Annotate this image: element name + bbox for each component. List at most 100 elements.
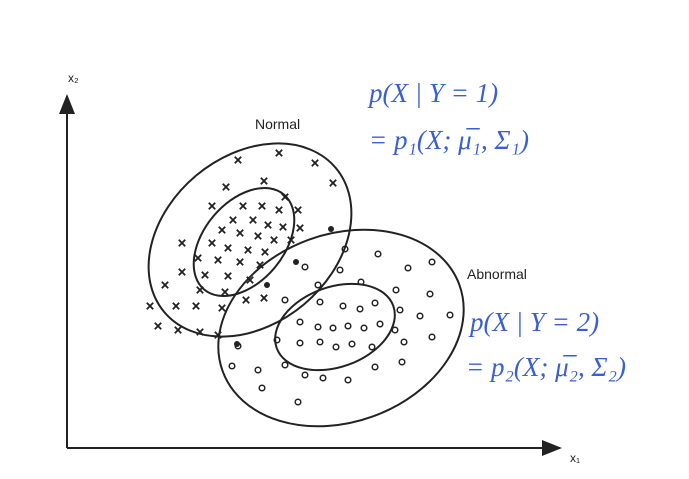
abnormal-point: [314, 281, 322, 289]
normal-point: [275, 206, 283, 214]
normal-formula-line2: = p₁(X; μ̅₁, Σ₁): [369, 125, 529, 155]
abnormal-point: [314, 323, 322, 331]
abnormal-points-group: [228, 245, 454, 406]
abnormal-point: [400, 338, 408, 346]
normal-point: [236, 258, 244, 266]
normal-point: [221, 288, 229, 296]
abnormal-point: [426, 290, 434, 298]
normal-point: [329, 179, 337, 187]
abnormal-point: [348, 340, 356, 348]
abnormal-point: [374, 250, 382, 258]
abnormal-inner-ellipse: [274, 282, 396, 372]
normal-point: [201, 271, 209, 279]
normal-point: [234, 156, 242, 164]
normal-point: [287, 236, 295, 244]
normal-point: [214, 256, 222, 264]
abnormal-formula-line1: p(X | Y = 2): [470, 307, 600, 337]
abnormal-point: [428, 258, 436, 266]
abnormal-point: [344, 322, 352, 330]
normal-point: [229, 216, 237, 224]
abnormal-class-label: Abnormal: [467, 266, 527, 282]
abnormal-point: [296, 318, 304, 326]
x-axis-label: x₁: [570, 451, 580, 465]
abnormal-formula-line2: = p₂(X; μ̅₂, Σ₂): [466, 352, 626, 382]
normal-point: [154, 322, 162, 330]
abnormal-point: [281, 361, 289, 369]
normal-point: [222, 183, 230, 191]
normal-point: [242, 296, 250, 304]
normal-point: [218, 304, 226, 312]
abnormal-point: [301, 263, 309, 271]
abnormal-point: [316, 338, 324, 346]
abnormal-outer-ellipse: [217, 228, 465, 428]
abnormal-point: [392, 286, 400, 294]
abnormal-point: [341, 245, 349, 253]
abnormal-point: [404, 264, 412, 272]
abnormal-point: [281, 296, 289, 304]
normal-points-group: [146, 149, 337, 339]
normal-point: [256, 261, 264, 269]
normal-point: [192, 302, 200, 310]
normal-point: [260, 177, 268, 185]
abnormal-point: [258, 384, 266, 392]
normal-point: [146, 302, 154, 310]
normal-point: [224, 244, 232, 252]
y-axis-label: x₂: [68, 71, 79, 85]
normal-point: [161, 281, 169, 289]
normal-point: [270, 236, 278, 244]
abnormal-point: [301, 371, 309, 379]
abnormal-point: [294, 398, 302, 406]
normal-point: [294, 206, 302, 214]
abnormal-point: [368, 343, 376, 351]
normal-inner-ellipse: [192, 186, 296, 298]
normal-point: [264, 221, 272, 229]
normal-class-label: Normal: [255, 116, 300, 132]
normal-point: [196, 328, 204, 336]
normal-point: [249, 216, 257, 224]
abnormal-point: [396, 306, 404, 314]
abnormal-point: [391, 326, 399, 334]
normal-point: [178, 239, 186, 247]
boundary-point: [328, 226, 334, 232]
normal-outer-ellipse: [147, 142, 353, 338]
normal-point: [174, 326, 182, 334]
abnormal-point: [357, 278, 365, 286]
normal-formula-line1: p(X | Y = 1): [369, 78, 499, 108]
abnormal-point: [296, 339, 304, 347]
normal-point: [218, 226, 226, 234]
normal-point: [214, 331, 222, 339]
abnormal-point: [316, 298, 324, 306]
abnormal-point: [228, 362, 236, 370]
abnormal-point: [356, 305, 364, 313]
normal-point: [281, 193, 289, 201]
boundary-point: [293, 259, 299, 265]
abnormal-point: [339, 302, 347, 310]
normal-point: [260, 294, 268, 302]
abnormal-point: [371, 299, 379, 307]
abnormal-point: [428, 333, 436, 341]
abnormal-point: [332, 343, 340, 351]
normal-point: [279, 223, 287, 231]
abnormal-point: [336, 266, 344, 274]
normal-point: [258, 202, 266, 210]
normal-point: [196, 286, 204, 294]
boundary-point: [264, 282, 270, 288]
normal-point: [172, 302, 180, 310]
abnormal-point: [273, 336, 281, 344]
normal-point: [178, 268, 186, 276]
normal-point: [208, 202, 216, 210]
normal-point: [311, 159, 319, 167]
abnormal-point: [329, 324, 337, 332]
abnormal-point: [398, 358, 406, 366]
abnormal-point: [319, 374, 327, 382]
normal-point: [194, 254, 202, 262]
normal-point: [236, 229, 244, 237]
abnormal-point: [371, 363, 379, 371]
normal-point: [224, 272, 232, 280]
normal-point: [261, 248, 269, 256]
normal-point: [244, 246, 252, 254]
abnormal-point: [360, 324, 368, 332]
abnormal-point: [376, 320, 384, 328]
normal-point: [275, 149, 283, 157]
